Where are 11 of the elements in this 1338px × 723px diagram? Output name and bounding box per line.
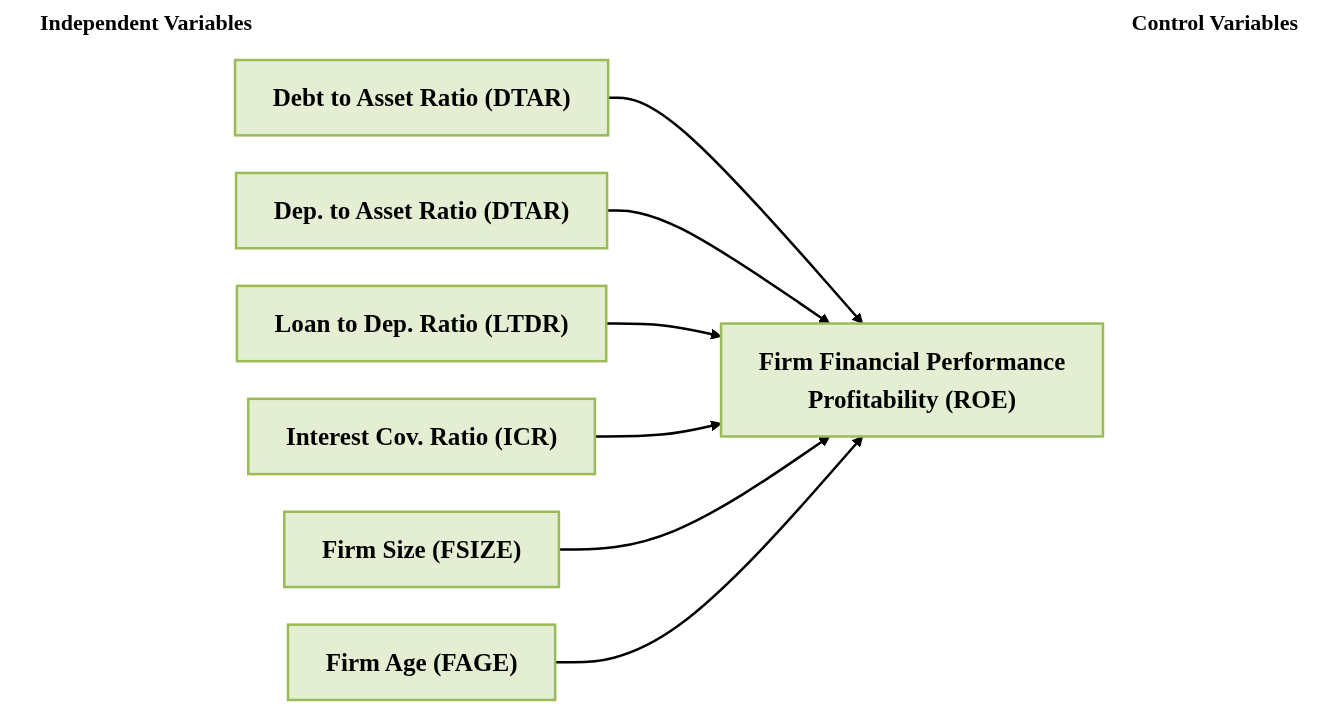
node-box: Debt to Asset Ratio (DTAR) bbox=[233, 58, 610, 137]
column-heading: Control Variables bbox=[1131, 10, 1298, 37]
node-box: Firm Financial Performance Profitability (ROE) bbox=[719, 322, 1105, 438]
arrow bbox=[606, 322, 722, 340]
node-box: Firm Age (FAGE) bbox=[286, 623, 557, 702]
node-box: Firm Size (FSIZE) bbox=[283, 510, 561, 589]
node-box: Loan to Dep. Ratio (LTDR) bbox=[235, 284, 608, 363]
node-box: Interest Cov. Ratio (ICR) bbox=[247, 397, 597, 476]
node-box: Dep. to Asset Ratio (DTAR) bbox=[234, 171, 609, 250]
arrow bbox=[594, 420, 722, 438]
column-heading: Independent Variables bbox=[40, 10, 253, 37]
